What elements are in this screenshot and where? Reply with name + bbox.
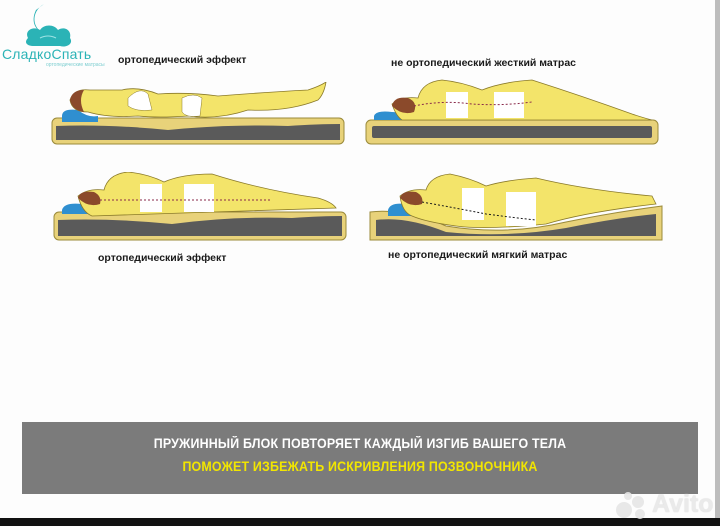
brand-logo: СладкоСпать ортопедические матрасы — [0, 0, 140, 68]
bottom-garment — [506, 192, 536, 226]
illustration-side-hard — [365, 79, 659, 145]
illustration-side-soft — [369, 173, 663, 241]
hair — [400, 191, 423, 206]
spine-line-sagging — [421, 201, 537, 221]
avito-dots-icon — [616, 492, 645, 519]
top-garment — [446, 92, 468, 118]
illustration-side-orthopedic — [53, 172, 347, 241]
avito-wordmark: Avito — [652, 490, 714, 518]
promo-banner: ПРУЖИННЫЙ БЛОК ПОВТОРЯЕТ КАЖДЫЙ ИЗГИБ ВА… — [22, 422, 698, 494]
top-garment — [127, 90, 153, 111]
mattress-core — [58, 216, 342, 236]
mattress-core — [376, 214, 656, 236]
bottom-garment — [181, 94, 203, 117]
hair — [70, 90, 84, 112]
brand-subtitle: ортопедические матрасы — [46, 62, 105, 68]
image-frame-right-edge — [715, 0, 720, 526]
banner-subheadline: ПОМОЖЕТ ИЗБЕЖАТЬ ИСКРИВЛЕНИЯ ПОЗВОНОЧНИК… — [182, 459, 538, 474]
avito-watermark: Avito — [614, 490, 716, 522]
caption-top-right: не ортопедический жесткий матрас — [391, 57, 577, 69]
caption-bottom-left: ортопедический эффект — [98, 252, 227, 264]
mattress-core — [56, 124, 340, 140]
top-garment — [462, 188, 484, 220]
top-garment — [140, 184, 162, 212]
moon-cloud-icon — [26, 4, 72, 47]
pillow — [62, 109, 98, 122]
mattress-core — [372, 126, 652, 138]
banner-headline: ПРУЖИННЫЙ БЛОК ПОВТОРЯЕТ КАЖДЫЙ ИЗГИБ ВА… — [153, 436, 567, 451]
hair — [392, 97, 416, 114]
bottom-garment — [184, 184, 214, 212]
caption-bottom-right: не ортопедический мягкий матрас — [388, 249, 568, 261]
caption-top-left: ортопедический эффект — [118, 54, 247, 66]
brand-name: СладкоСпать — [2, 46, 92, 62]
spine-line-curved — [413, 101, 533, 107]
image-frame-bottom-edge — [0, 518, 720, 526]
hair — [78, 191, 101, 206]
illustration-back-orthopedic — [51, 82, 345, 145]
